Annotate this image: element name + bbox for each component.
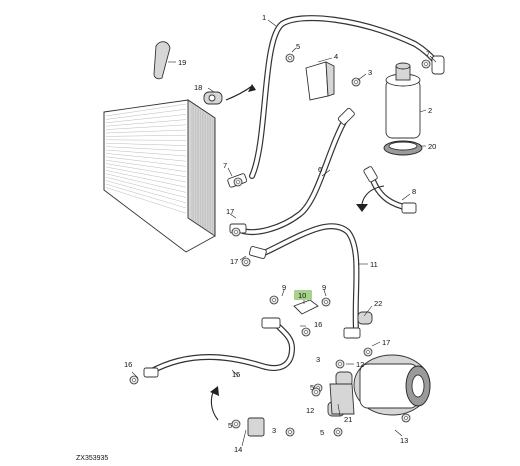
callout-8: 8	[412, 187, 416, 196]
condenser	[103, 99, 216, 253]
callout-19: 19	[178, 58, 186, 67]
callout-1: 1	[262, 13, 266, 22]
callout-16b: 16	[314, 320, 322, 329]
callout-6: 6	[318, 165, 322, 174]
hose-clamp-22	[357, 311, 373, 325]
bracket-14	[247, 417, 265, 437]
callout-10-highlight	[294, 290, 312, 300]
hose-6	[237, 117, 348, 236]
callout-16: 16	[124, 360, 132, 369]
hose-15	[147, 323, 295, 375]
hardware	[129, 53, 431, 437]
callout-18: 18	[194, 83, 202, 92]
callout-17c: 17	[382, 338, 390, 347]
direction-arrows	[210, 84, 385, 421]
callout-9b: 9	[322, 283, 326, 292]
diagram-code: ZX353935	[76, 455, 108, 462]
hose-11	[259, 223, 360, 333]
drier-clamp	[383, 140, 423, 156]
callout-5: 5	[296, 42, 300, 51]
callout-5c: 5	[228, 421, 232, 430]
callout-10: 10	[298, 291, 306, 300]
callout-2: 2	[428, 106, 432, 115]
mounting-bracket	[305, 61, 335, 101]
callout-5b: 5	[310, 383, 314, 392]
callout-22: 22	[374, 299, 382, 308]
callout-13: 13	[400, 436, 408, 445]
hose-1	[249, 15, 443, 179]
callout-11: 11	[370, 260, 378, 269]
callout-17: 17	[226, 207, 234, 216]
compressor	[353, 354, 431, 416]
callout-7: 7	[223, 161, 227, 170]
bracket-10	[293, 299, 319, 315]
callout-21: 21	[344, 415, 352, 424]
callout-12b: 12	[306, 406, 314, 415]
callout-9: 9	[282, 283, 286, 292]
callout-5d: 5	[320, 428, 324, 437]
hose-clamp-19	[153, 41, 171, 80]
callout-3b: 3	[316, 355, 320, 364]
callout-12: 12	[356, 360, 364, 369]
callout-14: 14	[234, 445, 242, 454]
bracket-21	[329, 383, 355, 415]
leader-lines	[131, 19, 437, 447]
receiver-drier	[385, 62, 421, 139]
callout-labels: 1 2 3 4 5 6 7 7 8 9 9 10 11 12 12 13 14 …	[124, 13, 436, 454]
callout-7b: 7	[426, 49, 430, 58]
callout-17b: 17	[230, 257, 238, 266]
callout-15: 15	[232, 370, 240, 379]
callout-3c: 3	[272, 426, 276, 435]
hose-clamp-18	[203, 91, 223, 105]
callout-20: 20	[428, 142, 436, 151]
callout-4: 4	[334, 52, 338, 61]
callout-3: 3	[368, 68, 372, 77]
condenser-fins	[105, 103, 215, 236]
